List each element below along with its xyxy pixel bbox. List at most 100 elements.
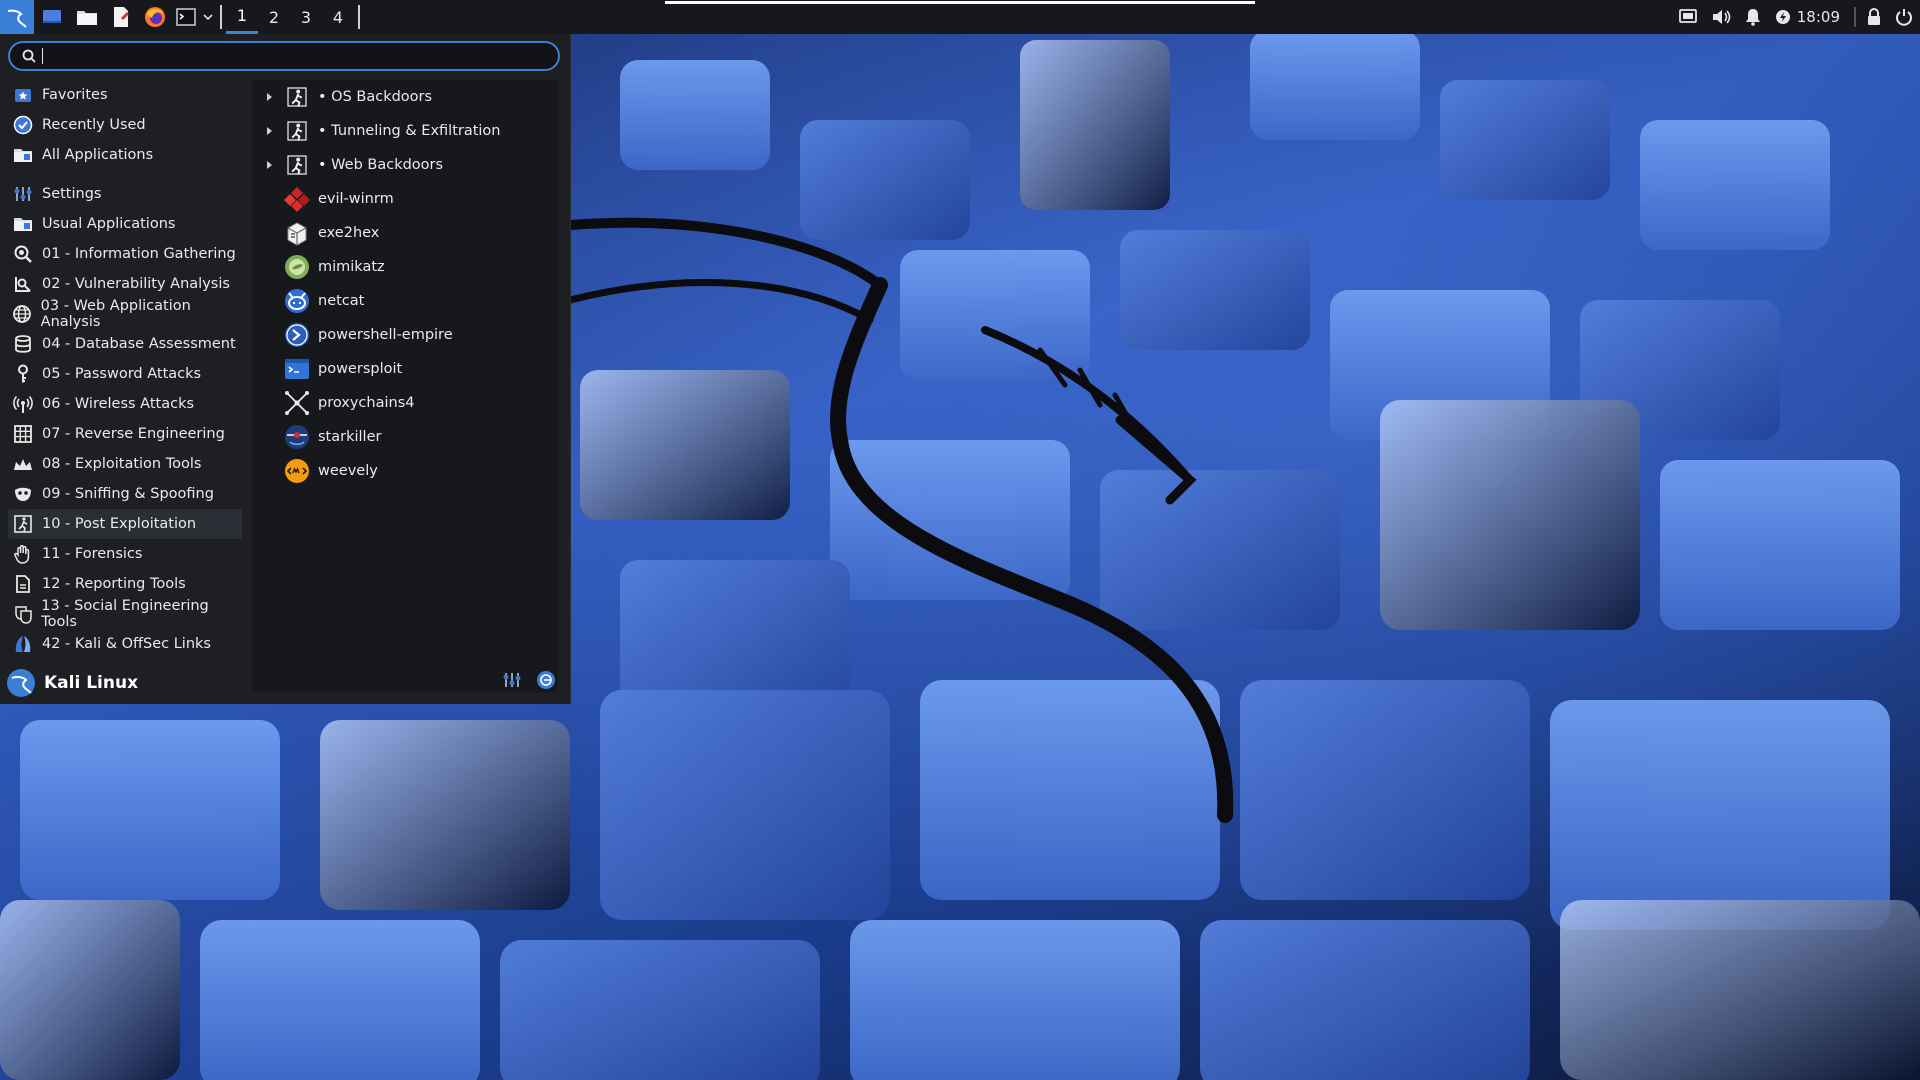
category-wireless-attacks[interactable]: 06 - Wireless Attacks bbox=[8, 389, 242, 419]
app-label: evil-winrm bbox=[318, 191, 394, 207]
logout-button[interactable] bbox=[1888, 0, 1920, 34]
app-label: weevely bbox=[318, 463, 378, 479]
app-label: • Web Backdoors bbox=[318, 157, 444, 173]
terminal-icon bbox=[176, 8, 196, 26]
category-web-application-analysis[interactable]: 03 - Web Application Analysis bbox=[8, 298, 242, 330]
netcat-icon bbox=[284, 288, 310, 314]
app-item-web-backdoors[interactable]: • Web Backdoors bbox=[252, 148, 558, 182]
terminal-launcher[interactable] bbox=[172, 0, 200, 34]
chevron-down-icon bbox=[203, 14, 213, 21]
workspace-3-button[interactable]: 3 bbox=[300, 7, 312, 27]
clock-icon bbox=[12, 114, 34, 136]
search-box[interactable] bbox=[8, 41, 560, 71]
exe2hex-icon bbox=[284, 220, 310, 246]
category-label: 10 - Post Exploitation bbox=[42, 516, 197, 532]
starkiller-icon bbox=[284, 424, 310, 450]
app-item-evil-winrm[interactable]: evil-winrm bbox=[252, 182, 558, 216]
application-menu-button[interactable] bbox=[0, 0, 34, 34]
workspace-2-button[interactable]: 2 bbox=[268, 7, 280, 27]
show-desktop-button[interactable] bbox=[34, 0, 70, 34]
category-social-engineering-tools[interactable]: 13 - Social Engineering Tools bbox=[8, 598, 242, 630]
app-item-tunneling-exfiltration[interactable]: • Tunneling & Exfiltration bbox=[252, 114, 558, 148]
category-label: Usual Applications bbox=[42, 216, 176, 232]
category-vulnerability-analysis[interactable]: 02 - Vulnerability Analysis bbox=[8, 269, 242, 299]
category-label: 02 - Vulnerability Analysis bbox=[42, 276, 230, 292]
app-label: netcat bbox=[318, 293, 365, 309]
firefox-launcher[interactable] bbox=[138, 0, 172, 34]
category-list: Favorites Recently Used All Applications… bbox=[8, 80, 242, 659]
search-input[interactable] bbox=[43, 46, 558, 66]
category-label: 01 - Information Gathering bbox=[42, 246, 236, 262]
app-item-exe2hex[interactable]: exe2hex bbox=[252, 216, 558, 250]
category-forensics[interactable]: 11 - Forensics bbox=[8, 539, 242, 569]
category-usual-applications[interactable]: Usual Applications bbox=[8, 209, 242, 239]
terminal-dropdown-button[interactable] bbox=[200, 0, 216, 34]
magnifier-icon bbox=[12, 243, 34, 265]
display-settings-button[interactable] bbox=[1672, 0, 1704, 34]
app-item-starkiller[interactable]: starkiller bbox=[252, 420, 558, 454]
app-item-powershell-empire[interactable]: powershell-empire bbox=[252, 318, 558, 352]
volume-button[interactable] bbox=[1704, 0, 1738, 34]
log-out-button[interactable] bbox=[536, 670, 556, 694]
app-label: exe2hex bbox=[318, 225, 380, 241]
avatar[interactable] bbox=[6, 668, 36, 698]
category-label: 04 - Database Assessment bbox=[42, 336, 236, 352]
document-icon bbox=[12, 573, 34, 595]
workspace-1-button[interactable]: 1 bbox=[226, 0, 258, 34]
category-reporting-tools[interactable]: 12 - Reporting Tools bbox=[8, 569, 242, 599]
category-information-gathering[interactable]: 01 - Information Gathering bbox=[8, 239, 242, 269]
app-item-mimikatz[interactable]: mimikatz bbox=[252, 250, 558, 284]
app-label: starkiller bbox=[318, 429, 382, 445]
category-password-attacks[interactable]: 05 - Password Attacks bbox=[8, 359, 242, 389]
menu-footer: Kali Linux bbox=[0, 662, 570, 704]
app-item-os-backdoors[interactable]: • OS Backdoors bbox=[252, 80, 558, 114]
database-icon bbox=[12, 333, 34, 355]
kali-avatar-icon bbox=[7, 669, 35, 697]
kali-dragon-icon bbox=[7, 9, 27, 28]
category-label: 08 - Exploitation Tools bbox=[42, 456, 202, 472]
app-label: • Tunneling & Exfiltration bbox=[318, 123, 501, 139]
clock[interactable]: 18:09 bbox=[1796, 8, 1840, 26]
panel-separator bbox=[1854, 7, 1856, 27]
category-kali-offsec-links[interactable]: 42 - Kali & OffSec Links bbox=[8, 629, 242, 659]
submenu-arrow-icon bbox=[266, 92, 276, 102]
text-editor-launcher[interactable] bbox=[104, 0, 138, 34]
settings-manager-button[interactable] bbox=[502, 670, 522, 694]
folder-icon bbox=[12, 213, 34, 235]
notifications-button[interactable] bbox=[1738, 0, 1768, 34]
category-reverse-engineering[interactable]: 07 - Reverse Engineering bbox=[8, 419, 242, 449]
firefox-icon bbox=[145, 7, 165, 27]
power-manager-button[interactable] bbox=[1768, 0, 1793, 34]
category-recently-used[interactable]: Recently Used bbox=[8, 110, 242, 140]
category-post-exploitation[interactable]: 10 - Post Exploitation bbox=[8, 509, 242, 539]
category-label: Favorites bbox=[42, 87, 108, 103]
system-tray: 18:09 bbox=[1672, 0, 1920, 34]
exit-icon bbox=[284, 84, 310, 110]
logout-icon bbox=[537, 671, 555, 689]
key-icon bbox=[12, 363, 34, 385]
desktop-icon bbox=[43, 10, 61, 23]
category-label: All Applications bbox=[42, 147, 154, 163]
search-icon bbox=[22, 49, 36, 63]
category-all-applications[interactable]: All Applications bbox=[8, 140, 242, 170]
hand-icon bbox=[12, 543, 34, 565]
category-label: 13 - Social Engineering Tools bbox=[41, 598, 209, 630]
app-item-powersploit[interactable]: powersploit bbox=[252, 352, 558, 386]
category-exploitation-tools[interactable]: 08 - Exploitation Tools bbox=[8, 449, 242, 479]
wireless-icon bbox=[12, 393, 34, 415]
category-label: 06 - Wireless Attacks bbox=[42, 396, 195, 412]
app-item-netcat[interactable]: netcat bbox=[252, 284, 558, 318]
app-item-proxychains4[interactable]: proxychains4 bbox=[252, 386, 558, 420]
category-favorites[interactable]: Favorites bbox=[8, 80, 242, 110]
lock-screen-button[interactable] bbox=[1860, 0, 1888, 34]
category-label: Recently Used bbox=[42, 117, 146, 133]
file-manager-launcher[interactable] bbox=[70, 0, 104, 34]
app-label: proxychains4 bbox=[318, 395, 415, 411]
category-sniffing-spoofing[interactable]: 09 - Sniffing & Spoofing bbox=[8, 479, 242, 509]
text-caret bbox=[42, 48, 43, 64]
text-editor-icon bbox=[114, 7, 129, 27]
category-settings[interactable]: Settings bbox=[8, 179, 242, 209]
workspace-4-button[interactable]: 4 bbox=[332, 7, 344, 27]
app-item-weevely[interactable]: weevely bbox=[252, 454, 558, 488]
category-database-assessment[interactable]: 04 - Database Assessment bbox=[8, 329, 242, 359]
